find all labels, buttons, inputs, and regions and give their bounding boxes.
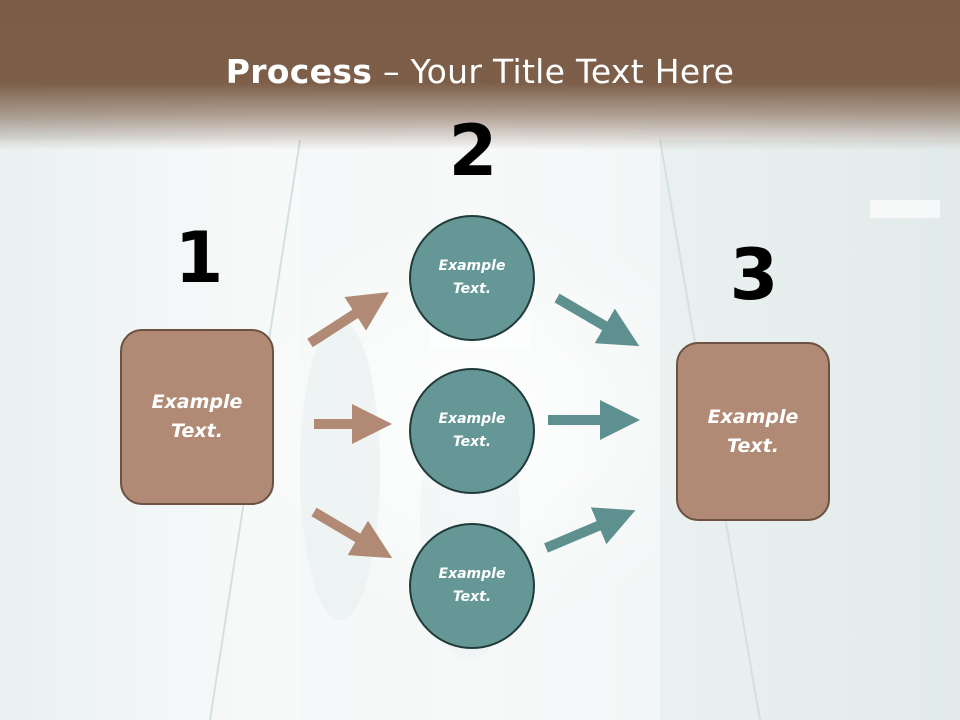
step-3-line2: Text. xyxy=(727,434,779,457)
step-number-3: 3 xyxy=(729,234,779,316)
step-3-line1: Example xyxy=(707,405,799,428)
step-1-line2: Text. xyxy=(171,420,223,442)
step-number-2: 2 xyxy=(448,110,498,192)
circle-bottom-line1: Example xyxy=(438,566,506,582)
arrow-left-up xyxy=(307,292,389,348)
circle-middle-line2: Text. xyxy=(452,434,492,450)
circle-middle-line1: Example xyxy=(438,411,506,427)
arrow-left-down xyxy=(311,507,393,559)
step-1-line1: Example xyxy=(151,391,243,413)
slide-title: Process – Your Title Text Here xyxy=(0,52,960,91)
arrow-right-up xyxy=(544,507,636,553)
circle-top-line1: Example xyxy=(438,258,506,274)
circle-top-line2: Text. xyxy=(452,281,492,297)
step-number-1: 1 xyxy=(174,217,224,299)
title-bold: Process xyxy=(225,52,373,91)
title-rest: – Your Title Text Here xyxy=(372,52,735,91)
arrow-right-down xyxy=(554,293,640,347)
title-banner xyxy=(0,0,960,150)
circle-bottom-line2: Text. xyxy=(452,589,492,605)
